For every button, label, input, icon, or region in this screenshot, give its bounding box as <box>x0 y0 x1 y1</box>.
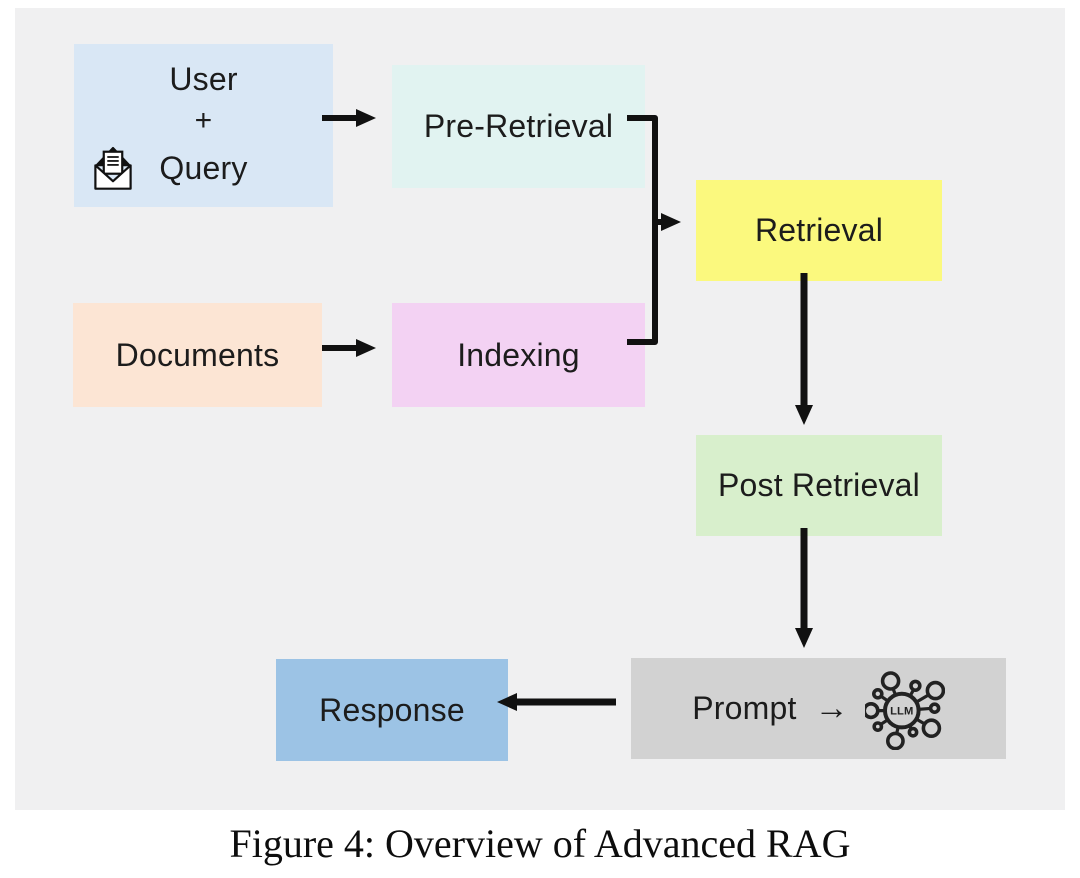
diagram-panel: User + Query Pre-Retrieval Documents Ind… <box>15 8 1065 810</box>
node-retrieval: Retrieval <box>696 180 942 281</box>
user-query-line-query: Query <box>74 142 333 194</box>
response-label: Response <box>319 691 465 728</box>
node-documents: Documents <box>73 303 322 407</box>
user-query-line-user: User <box>169 60 238 97</box>
figure-caption: Figure 4: Overview of Advanced RAG <box>229 821 851 866</box>
user-query-query-label: Query <box>159 149 248 186</box>
node-user-query: User + Query <box>74 44 333 207</box>
documents-label: Documents <box>115 336 280 373</box>
node-pre-retrieval: Pre-Retrieval <box>392 65 645 188</box>
indexing-label: Indexing <box>457 336 580 373</box>
llm-network-icon: LLM <box>864 670 945 750</box>
pre-retrieval-label: Pre-Retrieval <box>423 108 614 144</box>
node-post-retrieval: Post Retrieval <box>696 435 942 536</box>
node-indexing: Indexing <box>392 303 645 407</box>
node-response: Response <box>276 659 508 761</box>
user-query-line-plus: + <box>194 103 213 137</box>
prompt-arrow-glyph: → <box>814 689 849 727</box>
open-envelope-icon <box>94 146 132 190</box>
node-prompt-llm: Prompt → <box>631 658 1006 759</box>
llm-icon-label: LLM <box>890 705 913 717</box>
retrieval-label: Retrieval <box>754 212 884 248</box>
prompt-label: Prompt <box>692 690 797 726</box>
post-retrieval-label: Post Retrieval <box>718 467 920 503</box>
